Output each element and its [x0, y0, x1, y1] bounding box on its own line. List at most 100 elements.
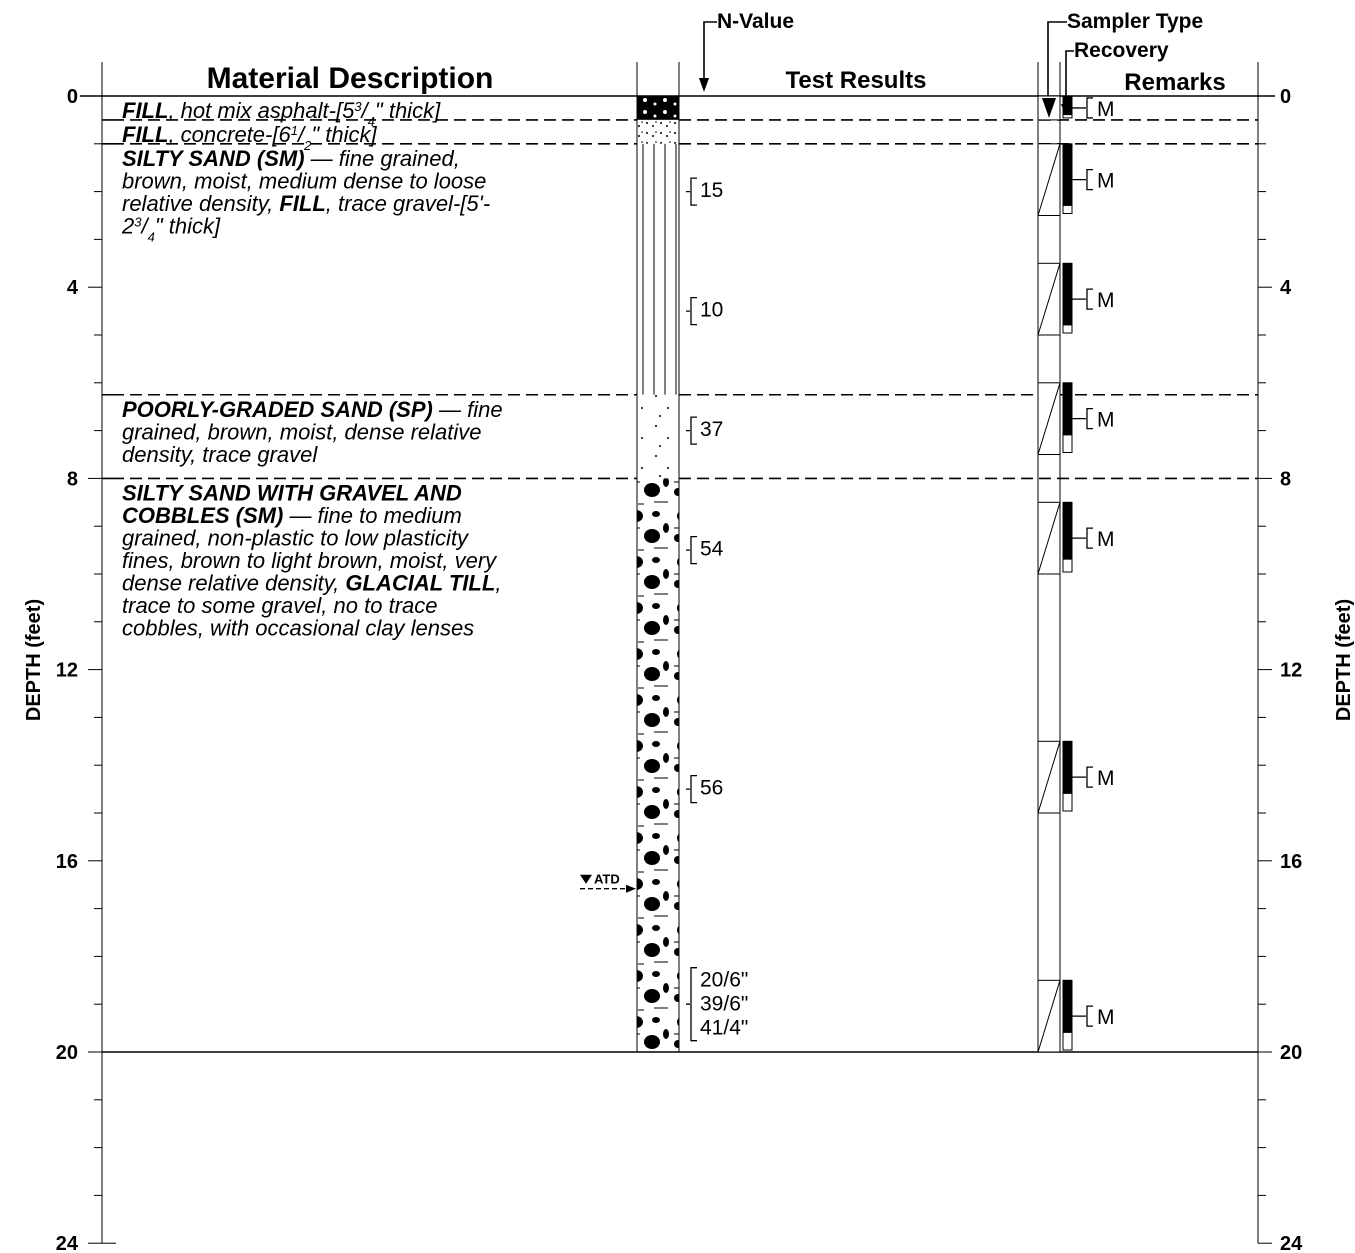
description-run: 4 [148, 229, 155, 244]
sampler-type-leader [1047, 21, 1067, 108]
depth-label-left: 16 [56, 851, 78, 873]
groundwater-marker: ATD [580, 872, 636, 893]
n-value-bracket [686, 416, 697, 445]
n-value: 54 [700, 538, 724, 561]
remark-code: M [1097, 409, 1115, 432]
description-run: SILTY SAND WITH GRAVEL AND [122, 480, 462, 505]
soil-layers: FILL, hot mix asphalt-[53/4" thick]FILL,… [102, 96, 1258, 1052]
n-value-bracket [686, 967, 697, 1042]
recovery-fill [1063, 502, 1072, 560]
n-value-bracket [686, 774, 697, 804]
description-run: FILL [279, 191, 325, 216]
description-run: FILL [122, 122, 168, 147]
description-run: FILL [122, 98, 168, 123]
split-spoon-symbol [1037, 143, 1061, 216]
layer-pattern-sand [637, 394, 679, 479]
remark-code: M [1097, 170, 1115, 193]
recovery-label: Recovery [1074, 39, 1169, 62]
description-run: 3 [134, 214, 142, 229]
n-value-arrowhead [699, 78, 709, 92]
depth-label-left: 12 [56, 660, 78, 682]
description-run: " thick] [375, 98, 441, 123]
column-headers: Material Description Test Results Remark… [207, 10, 1226, 96]
remark-code: M [1097, 1006, 1115, 1029]
depth-label-right: 8 [1280, 468, 1291, 490]
description-run: — fine grained, [305, 146, 460, 171]
remark-bracket [1072, 288, 1093, 310]
test-results-header: Test Results [786, 67, 927, 94]
depth-label-right: 16 [1280, 851, 1302, 873]
n-value: 41/4" [700, 1017, 748, 1040]
remark-code: M [1097, 767, 1115, 790]
n-value-label: N-Value [717, 10, 794, 33]
layer-pattern-silty [637, 143, 679, 395]
description-run: brown, moist, medium dense to loose [122, 168, 486, 193]
description-run: grained, brown, moist, dense relative [122, 419, 482, 444]
depth-label-left: 0 [67, 86, 78, 108]
depth-label-left: 8 [67, 468, 78, 490]
depth-axis-label-left: DEPTH (feet) [23, 599, 45, 721]
layer-description: FILL, concrete-[61/2" thick] [122, 122, 377, 153]
depth-label-right: 4 [1280, 277, 1292, 299]
description-run: " thick] [155, 213, 221, 238]
depth-label-left: 24 [56, 1233, 79, 1253]
depth-label-right: 24 [1280, 1233, 1303, 1253]
description-run: / [296, 122, 306, 147]
split-spoon-symbol [1037, 980, 1061, 1053]
remark-bracket [1072, 169, 1093, 191]
water-level-icon [580, 874, 592, 884]
description-run: COBBLES (SM) [122, 503, 283, 528]
remark-bracket [1072, 97, 1093, 119]
description-run: , [495, 570, 501, 595]
description-run: / [360, 98, 370, 123]
groundwater-arrowhead [626, 884, 636, 893]
depth-label-right: 12 [1280, 660, 1302, 682]
description-run: 3 [354, 99, 362, 114]
description-run: GLACIAL TILL [345, 570, 495, 595]
description-run: , hot mix asphalt-[5 [168, 98, 355, 123]
n-value-leader [703, 21, 717, 84]
layer-description: FILL, hot mix asphalt-[53/4" thick] [122, 98, 441, 129]
description-run: trace to some gravel, no to trace [122, 593, 438, 618]
split-spoon-symbol [1037, 741, 1061, 814]
remark-bracket [1072, 766, 1093, 788]
description-run: " thick] [311, 122, 377, 147]
description-run: cobbles, with occasional clay lenses [122, 615, 474, 640]
depth-label-right: 0 [1280, 86, 1291, 108]
n-value-bracket [686, 535, 697, 565]
groundwater-label: ATD [594, 872, 620, 887]
description-run: — fine to medium [283, 503, 462, 528]
description-run: 1 [291, 122, 298, 137]
description-run: , trace gravel-[5'- [326, 191, 490, 216]
n-value: 39/6" [700, 993, 748, 1016]
remark-code: M [1097, 528, 1115, 551]
remark-bracket [1072, 527, 1093, 549]
n-value-bracket [686, 177, 697, 206]
recovery-fill [1063, 980, 1072, 1033]
depth-label-left: 20 [56, 1042, 78, 1064]
description-run: SILTY SAND (SM) [122, 146, 305, 171]
n-value-bracket [686, 296, 697, 326]
split-spoon-symbol [1037, 502, 1061, 575]
material-description-header: Material Description [207, 62, 494, 95]
depth-axis-label-right: DEPTH (feet) [1333, 599, 1355, 721]
n-value: 56 [700, 777, 723, 800]
recovery-fill [1063, 143, 1072, 206]
n-value: 15 [700, 179, 723, 202]
description-run: 4 [368, 114, 375, 129]
description-run: — fine [433, 397, 503, 422]
n-value: 20/6" [700, 969, 748, 992]
recovery-fill [1063, 382, 1072, 436]
n-value: 10 [700, 299, 723, 322]
sampler-type-label: Sampler Type [1067, 10, 1203, 33]
remark-bracket [1072, 1005, 1093, 1027]
description-run: dense relative density, [122, 570, 345, 595]
description-run: density, trace gravel [122, 442, 318, 467]
remarks-header: Remarks [1124, 69, 1225, 96]
layer-pattern-concrete [637, 119, 679, 144]
split-spoon-symbol [1037, 263, 1061, 336]
